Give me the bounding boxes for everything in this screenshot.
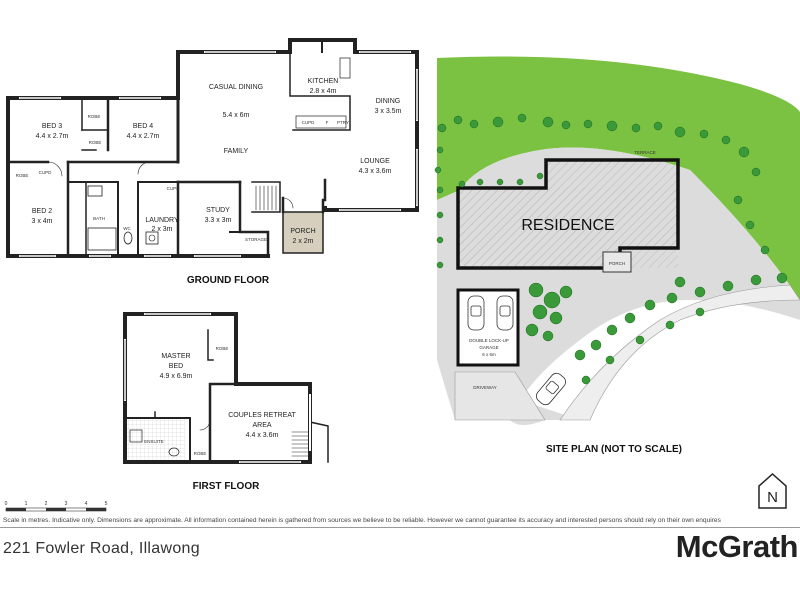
ensuite-tiles (127, 418, 185, 462)
scale-tick-5: 5 (105, 501, 108, 507)
retreat-area-label: AREA (252, 422, 271, 429)
porch-dim: 2 x 2m (292, 238, 313, 245)
north-arrow-icon: N (758, 472, 787, 509)
study-label: STUDY (206, 207, 230, 214)
residence-label: RESIDENCE (521, 217, 614, 234)
casual-dining-label: CASUAL DINING (209, 84, 263, 91)
disclaimer-text: Scale in metres. Indicative only. Dimens… (3, 517, 721, 524)
master-bed-label: BED (169, 363, 183, 370)
scale-tick-0: 0 (5, 501, 8, 507)
porch-label: PORCH (290, 228, 315, 235)
bed3-label: BED 3 (42, 123, 62, 130)
robe-label-ensuite: ROBE (194, 451, 207, 456)
cupd-label-laundry: CUPD (167, 186, 181, 191)
property-address: 221 Fowler Road, Illawong (3, 540, 200, 557)
shrubs (434, 113, 788, 385)
retreat-label: COUPLES RETREAT (228, 412, 296, 419)
terrace-label: TERRACE (634, 150, 656, 155)
wc-label: WC (123, 226, 131, 231)
garage-label-2: GARAGE (479, 345, 498, 350)
pantry-label: PTRY (337, 120, 349, 125)
dining-dim: 3 x 3.5m (375, 108, 402, 115)
garage-label-1: DOUBLE LOCK-UP (469, 338, 509, 343)
kitchen-dim: 2.8 x 4m (310, 88, 337, 95)
garage-dim: 6 x 6m (482, 352, 496, 357)
ground-floor-labels: CASUAL DINING 5.4 x 6m FAMILY KITCHEN 2.… (16, 78, 402, 286)
car-icons (467, 295, 567, 406)
lounge-label: LOUNGE (360, 158, 390, 165)
site-plan: RESIDENCE TERRACE PORCH DOUBLE LOCK-UP G… (434, 56, 800, 455)
bed2-label: BED 2 (32, 208, 52, 215)
driveway-label: DRIVEWAY (473, 385, 497, 390)
north-label: N (767, 489, 778, 506)
first-floor-labels: MASTER BED 4.9 x 6.9m COUPLES RETREAT AR… (144, 346, 296, 492)
site-porch-label: PORCH (609, 261, 625, 266)
master-dim: 4.9 x 6.9m (160, 373, 193, 380)
scale-tick-1: 1 (25, 501, 28, 507)
retreat-dim: 4.4 x 3.6m (246, 432, 279, 439)
fridge-label: F (326, 120, 329, 125)
scale-tick-2: 2 (45, 501, 48, 507)
casual-dining-dim: 5.4 x 6m (223, 112, 250, 119)
bed3-dim: 4.4 x 2.7m (36, 133, 69, 140)
bed4-label: BED 4 (133, 123, 153, 130)
first-floor-title: FIRST FLOOR (193, 481, 260, 492)
kitchen-label: KITCHEN (308, 78, 339, 85)
scale-tick-4: 4 (85, 501, 88, 507)
cupd-label-kitchen: CUPD (302, 120, 316, 125)
laundry-label: LAUNDRY (145, 217, 179, 224)
bed2-dim: 3 x 4m (31, 218, 52, 225)
robe-label-master: ROBE (216, 346, 229, 351)
site-plan-title: SITE PLAN (NOT TO SCALE) (546, 444, 682, 455)
porch-area (282, 211, 324, 254)
dining-label: DINING (376, 98, 401, 105)
scale-bar: 0 1 2 3 4 5 (5, 501, 108, 512)
family-label: FAMILY (224, 148, 249, 155)
lounge-dim: 4.3 x 3.6m (359, 168, 392, 175)
master-label: MASTER (161, 353, 190, 360)
ensuite-label: ENSUITE (144, 439, 164, 444)
storage-label: STORAGE (245, 237, 267, 242)
bath-label: BATH (93, 216, 105, 221)
brand-logo: McGrath (675, 529, 799, 564)
divider (0, 527, 800, 528)
scale-tick-3: 3 (65, 501, 68, 507)
lawn-area (437, 56, 800, 300)
floor-plan-drawing: CASUAL DINING 5.4 x 6m FAMILY KITCHEN 2.… (5, 38, 800, 512)
robe-label-bed4: ROBE (89, 140, 102, 145)
robe-label-bed2: ROBE (16, 173, 29, 178)
cupd-label-hall: CUPD (39, 170, 53, 175)
ground-floor-title: GROUND FLOOR (187, 275, 270, 286)
bed4-dim: 4.4 x 2.7m (127, 133, 160, 140)
robe-label-bed3: ROBE (88, 114, 101, 119)
first-floor-plan (123, 312, 329, 464)
laundry-dim: 2 x 3m (151, 226, 172, 233)
ground-floor-plan (6, 38, 419, 258)
study-dim: 3.3 x 3m (205, 217, 232, 224)
